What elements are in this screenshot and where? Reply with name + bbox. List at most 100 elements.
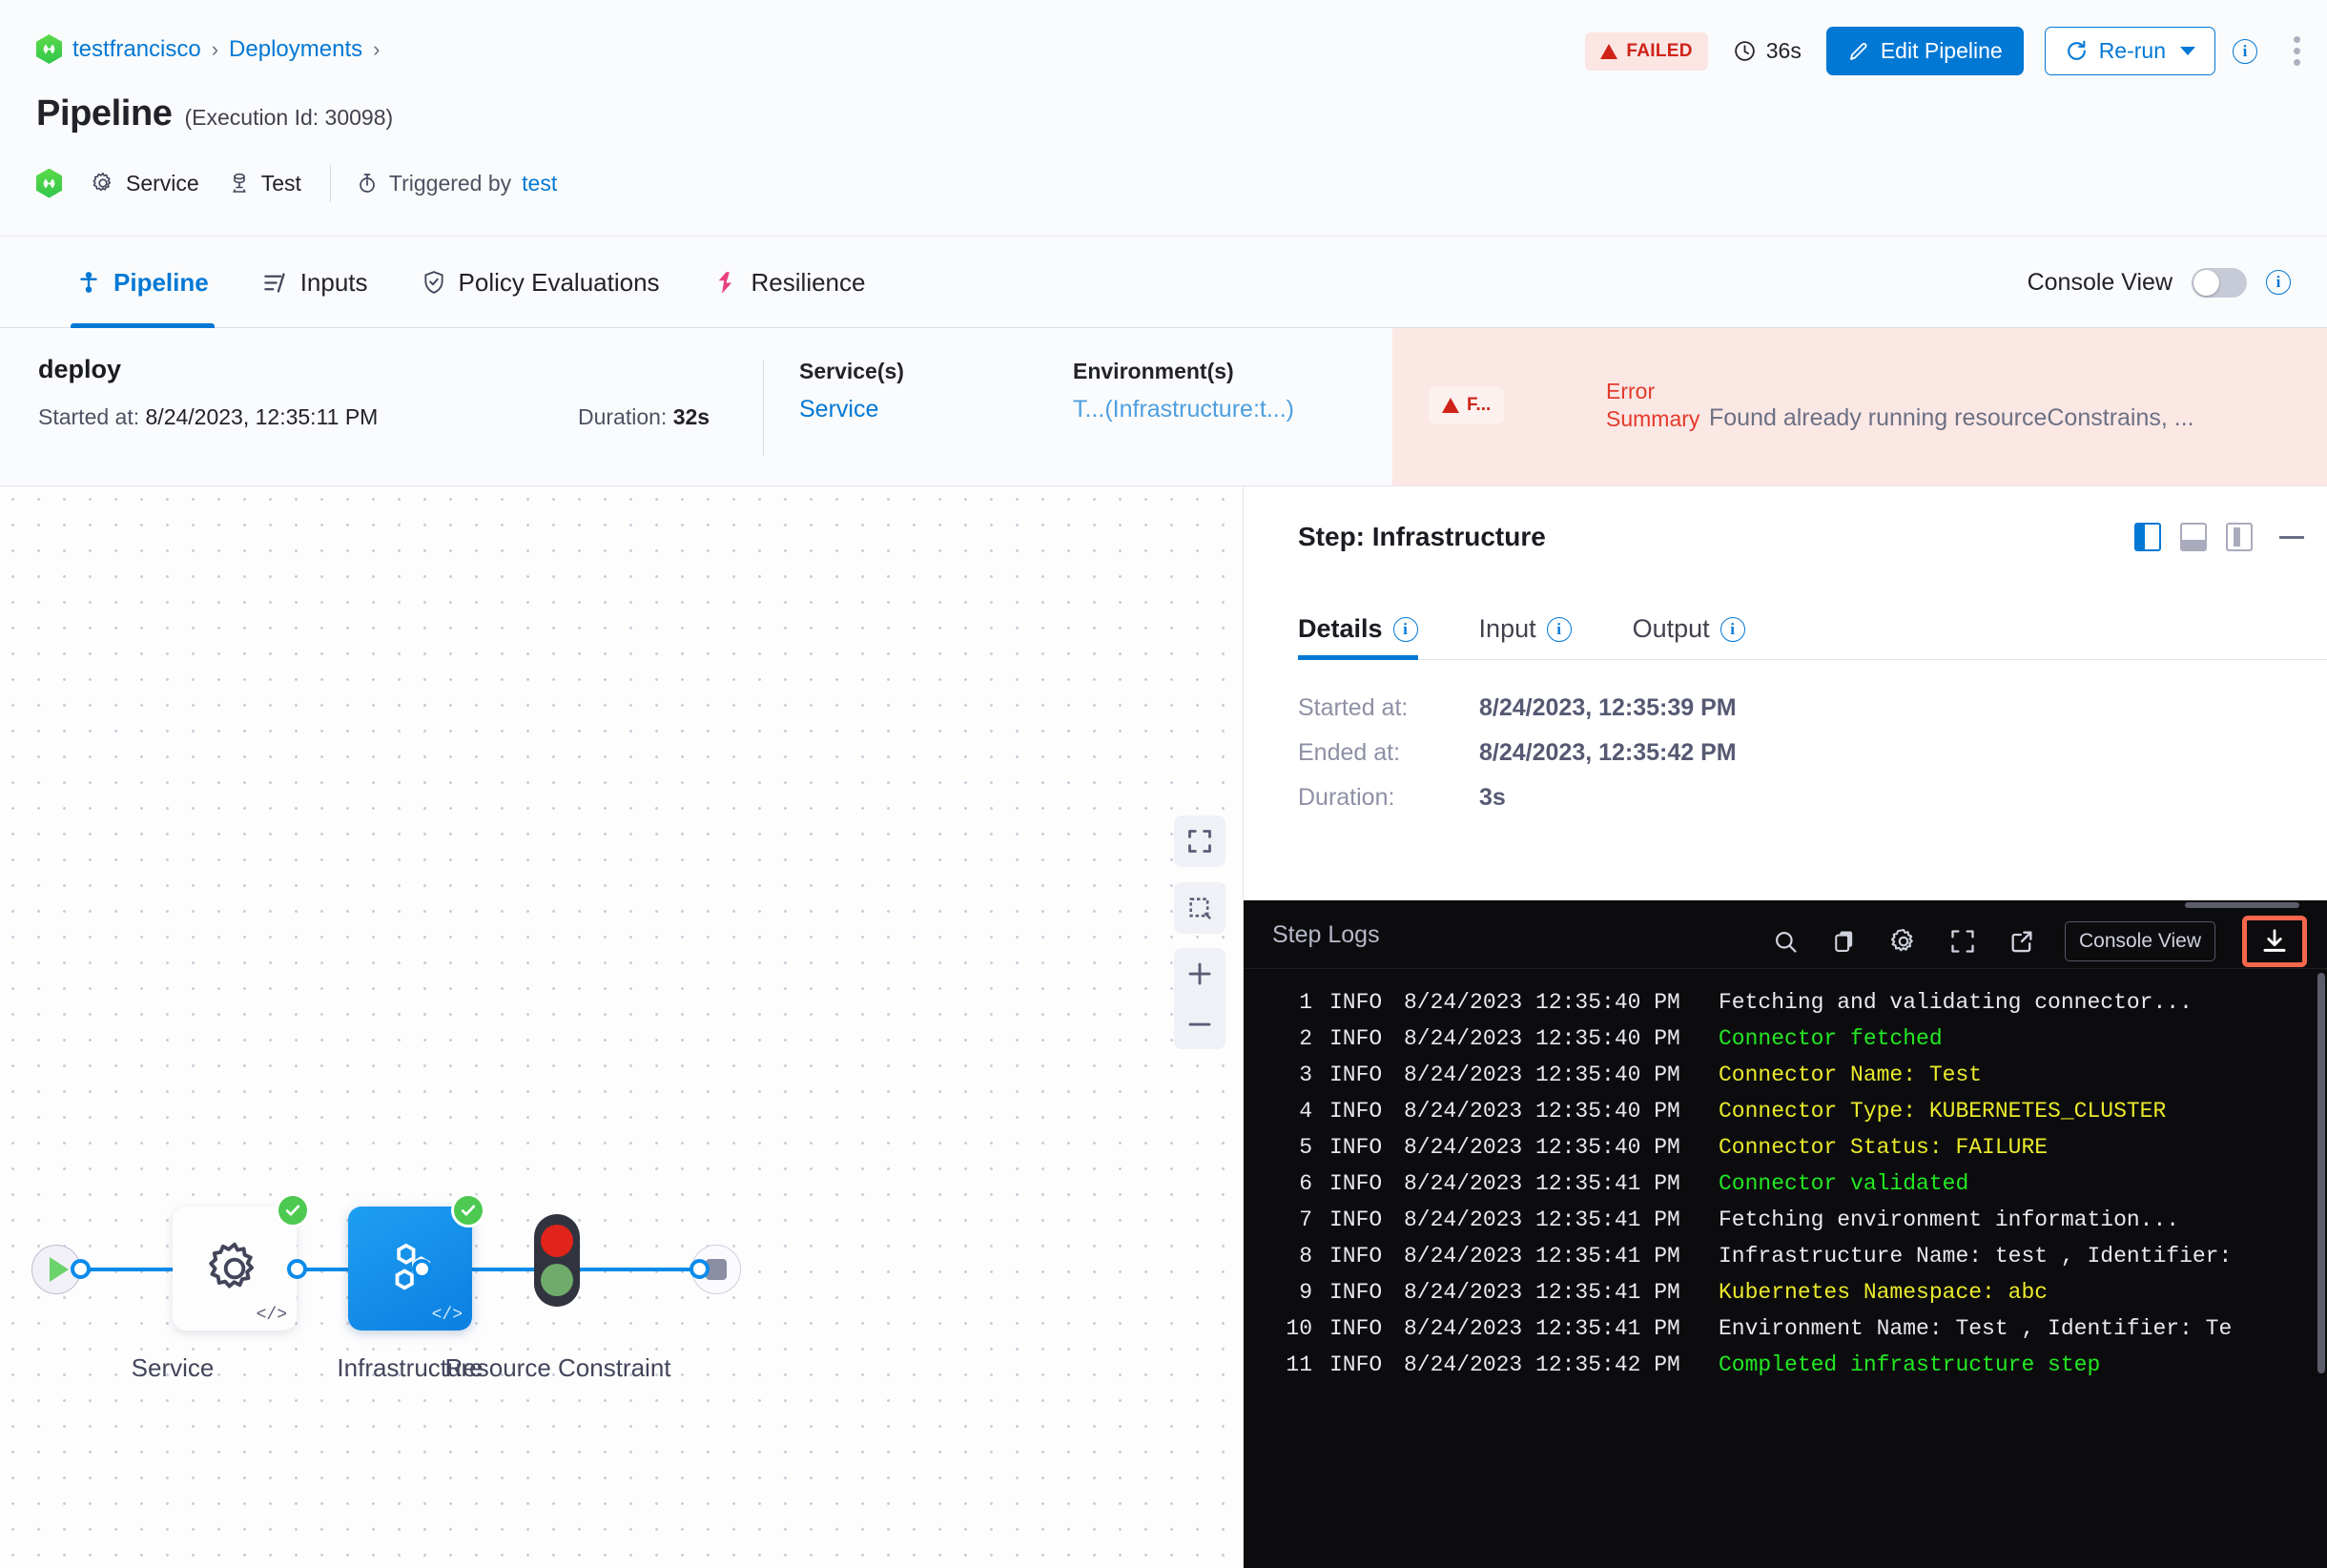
tab-inputs-label: Inputs [299,267,368,297]
stage-services-value[interactable]: Service [799,396,879,423]
log-timestamp: 8/24/2023 12:35:40 PM [1404,1026,1680,1051]
canvas-selection-control[interactable] [1174,882,1225,934]
canvas-fullscreen-control[interactable] [1174,815,1225,867]
graph-edge [420,1268,601,1271]
pipeline-graph-canvas[interactable]: </> Service </> Infrastructure [0,486,1243,1568]
log-timestamp: 8/24/2023 12:35:40 PM [1404,1135,1680,1160]
detail-row: Started at: 8/24/2023, 12:35:39 PM [1298,694,1737,722]
fullscreen-icon[interactable] [1946,923,1979,959]
zoom-out-icon[interactable] [1174,999,1225,1049]
breadcrumb-item-deployments[interactable]: Deployments [229,35,363,62]
graph-port [287,1259,307,1279]
log-line: 2 INFO 8/24/2023 12:35:40 PM Connector f… [1244,1021,2327,1057]
tab-inputs[interactable]: Inputs [236,237,395,328]
copy-icon[interactable] [1828,923,1861,959]
canvas-zoom-controls [1174,948,1225,1049]
minimize-icon[interactable] [2279,535,2304,539]
code-badge-icon: </> [431,1306,463,1325]
error-summary-box: F... Error Summary Found already running… [1392,328,2327,485]
detail-row: Duration: 3s [1298,784,1737,812]
log-line: 3 INFO 8/24/2023 12:35:40 PM Connector N… [1244,1057,2327,1093]
log-message: Kubernetes Namespace: abc [1719,1280,2049,1305]
chevron-down-icon [2180,47,2195,55]
stage-environments: Environment(s) T...(Infrastructure:t...) [1073,359,1294,423]
panel-float-icon[interactable] [2226,523,2253,551]
log-line-number: 3 [1299,1063,1312,1087]
graph-node-service[interactable]: </> [173,1193,310,1331]
log-timestamp: 8/24/2023 12:35:40 PM [1404,1063,1680,1087]
gear-icon[interactable] [1887,923,1920,959]
log-message: Fetching and validating connector... [1719,990,2193,1015]
tab-input-label: Input [1478,614,1536,643]
panel-bottom-icon[interactable] [2180,523,2207,551]
pencil-icon [1849,42,1867,60]
tab-policy-evaluations[interactable]: Policy Evaluations [395,237,687,328]
log-line: 8 INFO 8/24/2023 12:35:41 PM Infrastruct… [1244,1238,2327,1274]
breadcrumb-item-org[interactable]: testfrancisco [72,35,201,62]
output-info-icon[interactable]: i [1720,616,1745,642]
zoom-in-icon[interactable] [1174,948,1225,999]
panel-layout-controls [2134,523,2304,551]
graph-node-resource-constraint[interactable] [534,1214,580,1307]
detail-row: Ended at: 8/24/2023, 12:35:42 PM [1298,739,1737,767]
logs-console-view-button[interactable]: Console View [2064,921,2215,961]
warning-triangle-icon [1600,43,1618,59]
tab-details[interactable]: Details i [1298,599,1447,660]
search-icon[interactable] [1769,923,1802,959]
pipeline-icon [80,272,97,293]
log-timestamp: 8/24/2023 12:35:40 PM [1404,1099,1680,1124]
tab-list: Pipeline Inputs Policy Evaluations [50,237,892,328]
details-info-icon[interactable]: i [1392,616,1418,642]
tab-pipeline-label: Pipeline [113,267,209,297]
logs-vertical-scrollbar[interactable] [2317,973,2325,1373]
detail-key: Ended at: [1298,739,1401,766]
meta-trigger-user[interactable]: test [522,170,558,196]
re-run-button[interactable]: Re-run [2044,27,2215,75]
log-timestamp: 8/24/2023 12:35:41 PM [1404,1244,1680,1269]
meta-environment-label: Test [260,170,301,196]
log-line: 1 INFO 8/24/2023 12:35:40 PM Fetching an… [1244,984,2327,1021]
selection-box-icon[interactable] [1174,882,1225,934]
gear-icon [93,172,112,192]
info-icon[interactable]: i [2233,38,2257,64]
log-level: INFO [1329,1207,1383,1232]
graph-node-infrastructure[interactable]: </> [348,1193,485,1331]
harness-logo-icon [36,34,62,64]
error-summary-text: Found already running resourceConstrains… [1709,404,2194,431]
error-status-badge: F... [1429,387,1505,423]
open-external-icon[interactable] [2006,923,2038,959]
logs-horizontal-scrollbar[interactable] [2185,902,2299,908]
log-line: 6 INFO 8/24/2023 12:35:41 PM Connector v… [1244,1166,2327,1202]
edit-pipeline-button[interactable]: Edit Pipeline [1825,27,2024,75]
tab-policy-evaluations-label: Policy Evaluations [458,267,660,297]
traffic-light-green-icon [541,1263,573,1296]
more-options-button[interactable] [2294,36,2300,66]
tab-input[interactable]: Input i [1479,599,1600,659]
meta-trigger: Triggered by test [356,171,557,196]
input-info-icon[interactable]: i [1546,616,1572,642]
inputs-icon [263,272,285,293]
step-details-panel: Step: Infrastructure Details i Input i O… [1243,486,2327,1568]
detail-key: Duration: [1298,784,1395,811]
log-message: Completed infrastructure step [1719,1352,2101,1377]
detail-key: Started at: [1298,694,1409,721]
console-view-info-icon[interactable]: i [2266,270,2291,295]
stage-divider [763,361,764,456]
download-logs-button[interactable] [2242,916,2307,967]
console-view-switch[interactable] [2192,267,2247,298]
step-panel-title: Step: Infrastructure [1298,522,1546,551]
log-level: INFO [1329,1352,1383,1377]
stage-environments-value[interactable]: T...(Infrastructure:t...) [1073,396,1294,423]
tab-resilience[interactable]: Resilience [687,237,893,328]
graph-node-infrastructure-label: Infrastructure [337,1353,484,1382]
log-message: Fetching environment information... [1719,1207,2180,1232]
log-message: Infrastructure Name: test , Identifier: [1719,1244,2233,1269]
fullscreen-icon[interactable] [1174,815,1225,867]
log-lines[interactable]: 1 INFO 8/24/2023 12:35:40 PM Fetching an… [1244,969,2327,1568]
tab-output[interactable]: Output i [1633,599,1774,659]
tab-output-label: Output [1632,614,1710,643]
tab-pipeline[interactable]: Pipeline [50,237,236,328]
step-panel-tabs: Details i Input i Output i [1298,599,2327,660]
panel-right-icon[interactable] [2134,523,2161,551]
log-line-number: 8 [1299,1244,1312,1269]
